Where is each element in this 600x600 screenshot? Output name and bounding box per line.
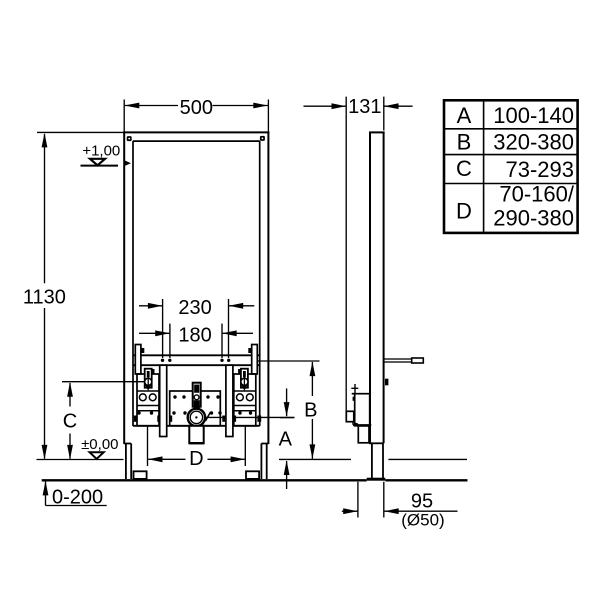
svg-text:C: C [63, 410, 77, 432]
svg-text:180: 180 [178, 324, 211, 346]
svg-text:100-140: 100-140 [493, 103, 574, 128]
svg-text:73-293: 73-293 [505, 157, 574, 182]
svg-text:C: C [456, 156, 472, 181]
svg-text:95: 95 [411, 491, 433, 513]
svg-text:±0,00: ±0,00 [81, 436, 118, 453]
svg-text:500: 500 [180, 97, 213, 119]
svg-text:230: 230 [178, 297, 211, 319]
svg-text:70-160/: 70-160/ [499, 182, 575, 207]
svg-text:B: B [457, 129, 472, 154]
svg-text:1130: 1130 [23, 286, 66, 308]
svg-text:D: D [456, 199, 472, 224]
svg-text:131: 131 [348, 96, 381, 118]
svg-text:A: A [457, 103, 472, 128]
svg-text:+1,00: +1,00 [82, 143, 120, 160]
svg-text:D: D [189, 448, 203, 470]
svg-text:290-380: 290-380 [493, 206, 574, 231]
svg-text:A: A [279, 428, 293, 450]
svg-text:B: B [304, 400, 317, 422]
svg-text:320-380: 320-380 [493, 129, 574, 154]
svg-text:0-200: 0-200 [52, 486, 103, 508]
svg-text:(Ø50): (Ø50) [401, 511, 444, 530]
